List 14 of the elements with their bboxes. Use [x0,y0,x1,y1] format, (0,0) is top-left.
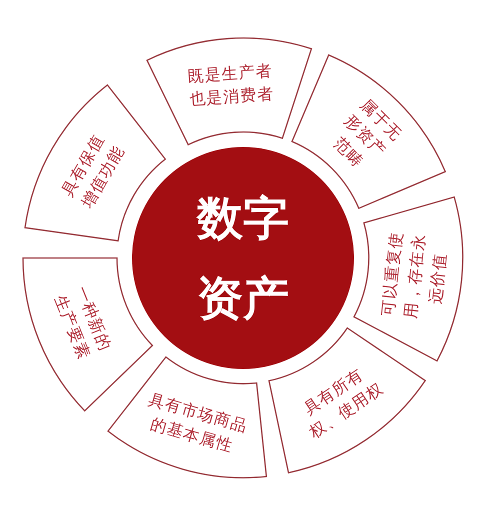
segment-text: 可以重复使用，存在永远价值 [377,229,452,322]
sector-segment [269,328,426,474]
segment-text: 具有市场商品的基本属性 [146,388,252,458]
sector-segment [146,38,311,145]
sector-segment [292,55,446,209]
sector-segment [354,197,463,362]
sector-segment [25,84,166,240]
segment-text: 属于无形资产范畴 [329,93,408,173]
segment-text: 一种新的生产要素 [49,282,116,364]
segment-text: 具有所有权、使用权 [298,364,388,445]
segment-text: 具有保值增值功能 [56,130,130,214]
center-title: 数字资产 [195,190,290,327]
sector-segment [108,357,266,478]
segment-text: 既是生产者也是消费者 [186,60,276,112]
